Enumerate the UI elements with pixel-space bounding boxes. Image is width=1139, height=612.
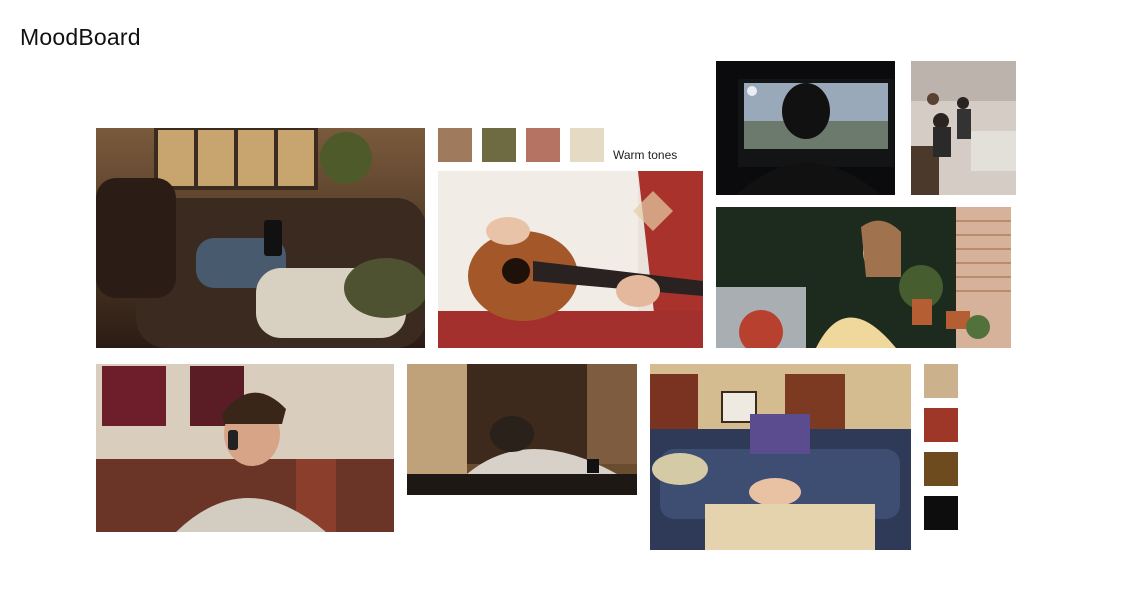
- photo-head-on-table[interactable]: [407, 364, 637, 495]
- swatch-color[interactable]: [924, 452, 958, 486]
- swatch-color[interactable]: [570, 128, 604, 162]
- photo-watching-screen[interactable]: [716, 61, 895, 195]
- page-title: MoodBoard: [20, 24, 141, 50]
- photo-woman-window[interactable]: [716, 207, 1011, 348]
- photo-man-on-phone[interactable]: [96, 364, 394, 532]
- photo-man-on-couch[interactable]: [96, 128, 425, 348]
- swatch-color[interactable]: [438, 128, 472, 162]
- photo-ukulele[interactable]: [438, 171, 703, 348]
- swatch-color[interactable]: [482, 128, 516, 162]
- palette-label: Warm tones: [613, 148, 678, 162]
- photo-feet-up-laptop[interactable]: [650, 364, 911, 550]
- photo-film-crew[interactable]: [911, 61, 1016, 195]
- swatch-color[interactable]: [924, 408, 958, 442]
- swatch-color[interactable]: [924, 496, 958, 530]
- swatch-color[interactable]: [526, 128, 560, 162]
- swatch-color[interactable]: [924, 364, 958, 398]
